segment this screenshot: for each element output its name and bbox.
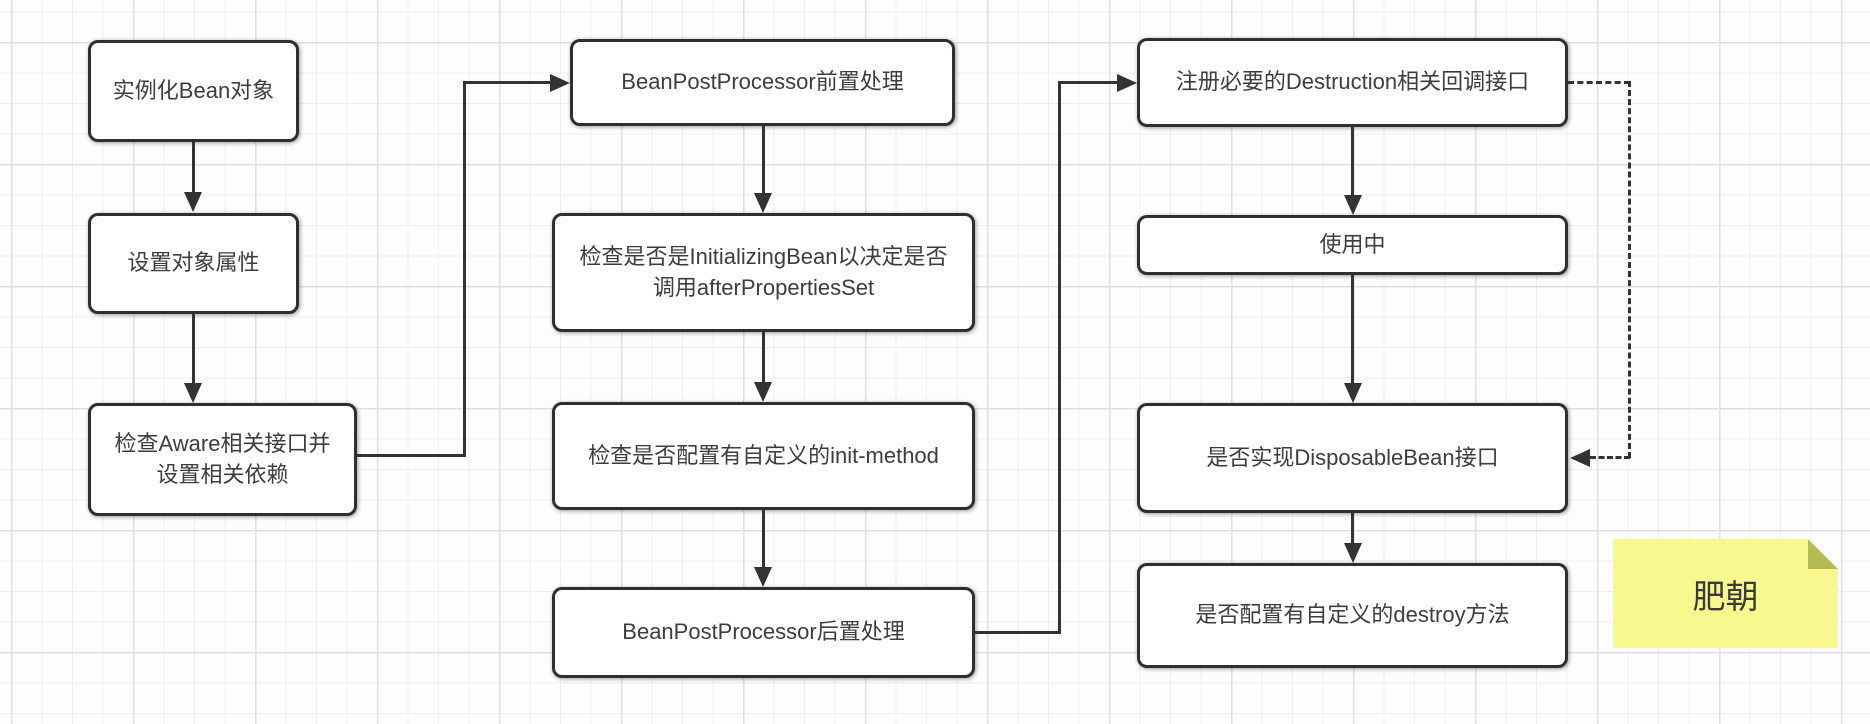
- edge-in-use-to-check-disposablebean-arrowhead-icon: [1343, 383, 1362, 403]
- edge-check-initializingbean-to-check-init-method-arrowhead-icon: [754, 382, 772, 402]
- node-label: 使用中: [1319, 231, 1386, 257]
- node-label: 检查Aware相关接口并设置相关依赖: [114, 430, 331, 487]
- node-label: 是否实现DisposableBean接口: [1206, 444, 1499, 470]
- node-check-disposablebean[interactable]: 是否实现DisposableBean接口: [1137, 403, 1568, 513]
- node-label: 实例化Bean对象: [112, 77, 275, 103]
- edge-bpp-after-to-register-destruction-arrowhead-icon: [1117, 73, 1137, 92]
- edge-check-aware-to-bpp-before-segment2[interactable]: [463, 81, 466, 457]
- node-label: BeanPostProcessor前置处理: [621, 69, 904, 95]
- sticky-note-fold-icon: [1808, 539, 1838, 569]
- edge-check-init-method-to-bpp-after-line[interactable]: [761, 510, 765, 568]
- edge-bpp-before-to-check-initializingbean-line[interactable]: [761, 126, 765, 194]
- edge-bpp-before-to-check-initializingbean-arrowhead-icon: [754, 193, 772, 213]
- edge-check-aware-to-bpp-before-segment3[interactable]: [463, 81, 550, 84]
- edge-instantiate-to-set-properties-arrowhead-icon: [184, 192, 202, 212]
- sticky-note-label: 肥朝: [1692, 577, 1759, 615]
- node-check-destroy-method[interactable]: 是否配置有自定义的destroy方法: [1137, 563, 1568, 668]
- edge-check-disposablebean-to-check-destroy-arrowhead-icon: [1343, 543, 1362, 563]
- edge-check-aware-to-bpp-before-arrowhead-icon: [550, 73, 570, 92]
- edge-set-properties-to-check-aware-arrowhead-icon: [184, 383, 202, 403]
- edge-check-initializingbean-to-check-init-method-line[interactable]: [761, 332, 765, 383]
- node-check-init-method[interactable]: 检查是否配置有自定义的init-method: [552, 402, 975, 510]
- node-instantiate-bean[interactable]: 实例化Bean对象: [88, 40, 299, 142]
- edge-instantiate-to-set-properties-line[interactable]: [191, 142, 195, 194]
- edge-register-destruction-to-check-disposablebean-arrowhead-icon: [1570, 448, 1590, 467]
- edge-bpp-after-to-register-destruction-segment3[interactable]: [1058, 81, 1117, 84]
- node-label: 设置对象属性: [127, 250, 260, 276]
- edge-register-destruction-to-check-disposablebean-dashed-segment1[interactable]: [1568, 81, 1630, 84]
- node-label: BeanPostProcessor后置处理: [622, 619, 905, 645]
- edge-register-destruction-to-check-disposablebean-dashed-segment3[interactable]: [1590, 456, 1630, 459]
- edge-set-properties-to-check-aware-line[interactable]: [191, 314, 195, 384]
- edge-register-destruction-to-in-use-line[interactable]: [1351, 127, 1354, 196]
- node-beanpostprocessor-after[interactable]: BeanPostProcessor后置处理: [552, 587, 975, 678]
- node-set-properties[interactable]: 设置对象属性: [88, 213, 299, 314]
- edge-check-aware-to-bpp-before-segment1[interactable]: [357, 454, 466, 457]
- edge-register-destruction-to-in-use-arrowhead-icon: [1343, 195, 1362, 215]
- node-check-initializingbean[interactable]: 检查是否是InitializingBean以决定是否调用afterPropert…: [552, 213, 975, 332]
- node-label: 是否配置有自定义的destroy方法: [1195, 602, 1510, 628]
- edge-check-init-method-to-bpp-after-arrowhead-icon: [754, 567, 772, 587]
- node-register-destruction[interactable]: 注册必要的Destruction相关回调接口: [1137, 38, 1568, 127]
- edge-bpp-after-to-register-destruction-segment2[interactable]: [1058, 81, 1061, 634]
- edge-in-use-to-check-disposablebean-line[interactable]: [1351, 275, 1354, 384]
- node-check-aware[interactable]: 检查Aware相关接口并设置相关依赖: [88, 403, 357, 516]
- edge-register-destruction-to-check-disposablebean-dashed-segment2[interactable]: [1628, 81, 1631, 458]
- node-label: 检查是否是InitializingBean以决定是否调用afterPropert…: [579, 243, 948, 300]
- edge-bpp-after-to-register-destruction-segment1[interactable]: [975, 631, 1061, 634]
- sticky-note[interactable]: 肥朝: [1613, 539, 1838, 648]
- node-beanpostprocessor-before[interactable]: BeanPostProcessor前置处理: [570, 39, 955, 126]
- node-label: 检查是否配置有自定义的init-method: [588, 442, 939, 468]
- node-in-use[interactable]: 使用中: [1137, 215, 1568, 275]
- edge-check-disposablebean-to-check-destroy-line[interactable]: [1351, 513, 1354, 544]
- node-label: 注册必要的Destruction相关回调接口: [1175, 69, 1530, 95]
